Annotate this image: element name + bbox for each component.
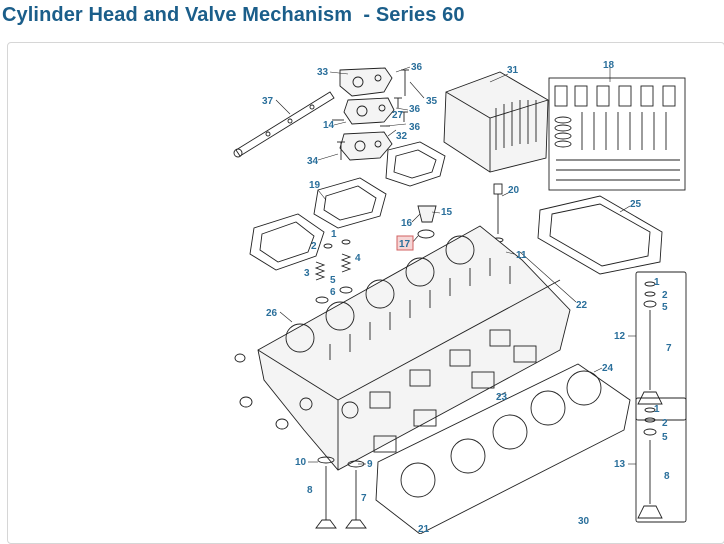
callout-33: 33 [317,67,329,78]
callout-27: 27 [392,110,404,121]
highlighted-callout-box [396,235,414,251]
callout-37: 37 [262,96,274,107]
callout-7: 7 [361,493,367,504]
intake-valve-left[interactable] [315,456,337,529]
callout-5: 5 [662,302,668,313]
callout-4: 4 [355,253,361,264]
callout-5: 5 [662,432,668,443]
callout-30: 30 [578,516,590,527]
bolt-kit-box[interactable] [443,71,549,173]
callout-9: 9 [367,459,373,470]
callout-21: 21 [418,524,430,534]
callout-2: 2 [311,241,317,252]
callout-16: 16 [401,218,413,229]
callout-1: 1 [654,277,660,288]
callout-1: 1 [331,229,337,240]
head-plugs[interactable] [234,353,289,430]
callout-12: 12 [614,331,626,342]
callout-8: 8 [664,471,670,482]
rocker-shaft[interactable] [233,91,335,158]
callout-13: 13 [614,459,626,470]
exhaust-manifold-gaskets[interactable] [373,345,537,453]
cylinder-head[interactable] [257,225,571,471]
cylinder-head-gasket[interactable] [375,363,631,534]
callout-26: 26 [266,308,278,319]
callout-36: 36 [411,62,423,73]
callout-23: 23 [496,392,508,403]
injector-seal-ring[interactable] [417,229,435,239]
callout-6: 6 [330,287,336,298]
callout-35: 35 [426,96,438,107]
rocker-bolts[interactable] [332,69,409,160]
rocker-arm-lower[interactable] [339,131,393,161]
callout-5: 5 [330,275,336,286]
callout-15: 15 [441,207,453,218]
page-title: Cylinder Head and Valve Mechanism - Seri… [2,4,465,26]
callout-36: 36 [409,122,421,133]
callout-31: 31 [507,65,519,76]
callout-20: 20 [508,185,520,196]
gasket-kit-sheet[interactable] [548,77,686,191]
callout-14: 14 [323,120,335,131]
callout-2: 2 [662,290,668,301]
callout-7: 7 [666,343,672,354]
leader-lines [275,66,636,465]
valve-assembly-lower-right[interactable] [635,397,687,523]
callout-17: 17 [399,239,411,250]
callout-labels: 33 36 35 36 37 27 36 14 32 34 31 18 19 2… [262,60,672,534]
callout-11: 11 [516,250,527,261]
callout-34: 34 [307,156,319,167]
valve-assembly-upper-right[interactable] [635,271,687,421]
callout-22: 22 [576,300,588,311]
rocker-arm-upper[interactable] [339,67,393,97]
manifold-gasket-lower[interactable] [249,213,325,271]
valve-springs-assembly[interactable] [314,239,353,304]
callout-25: 25 [630,199,642,210]
callout-10: 10 [295,457,307,468]
manifold-gasket-upper[interactable] [385,141,446,187]
injector-sleeve[interactable] [417,205,437,223]
callout-24: 24 [602,363,614,374]
callout-19: 19 [309,180,321,191]
callout-1: 1 [654,404,660,415]
callout-18: 18 [603,60,615,71]
rocker-cover-gasket[interactable] [537,195,663,275]
head-bolt[interactable] [492,183,504,243]
manifold-gasket-middle[interactable] [313,177,387,229]
callout-32: 32 [396,131,408,142]
rocker-arm-middle[interactable] [343,97,395,125]
callout-2: 2 [662,418,668,429]
callout-36: 36 [409,104,421,115]
callout-8: 8 [307,485,313,496]
callout-3: 3 [304,268,310,279]
